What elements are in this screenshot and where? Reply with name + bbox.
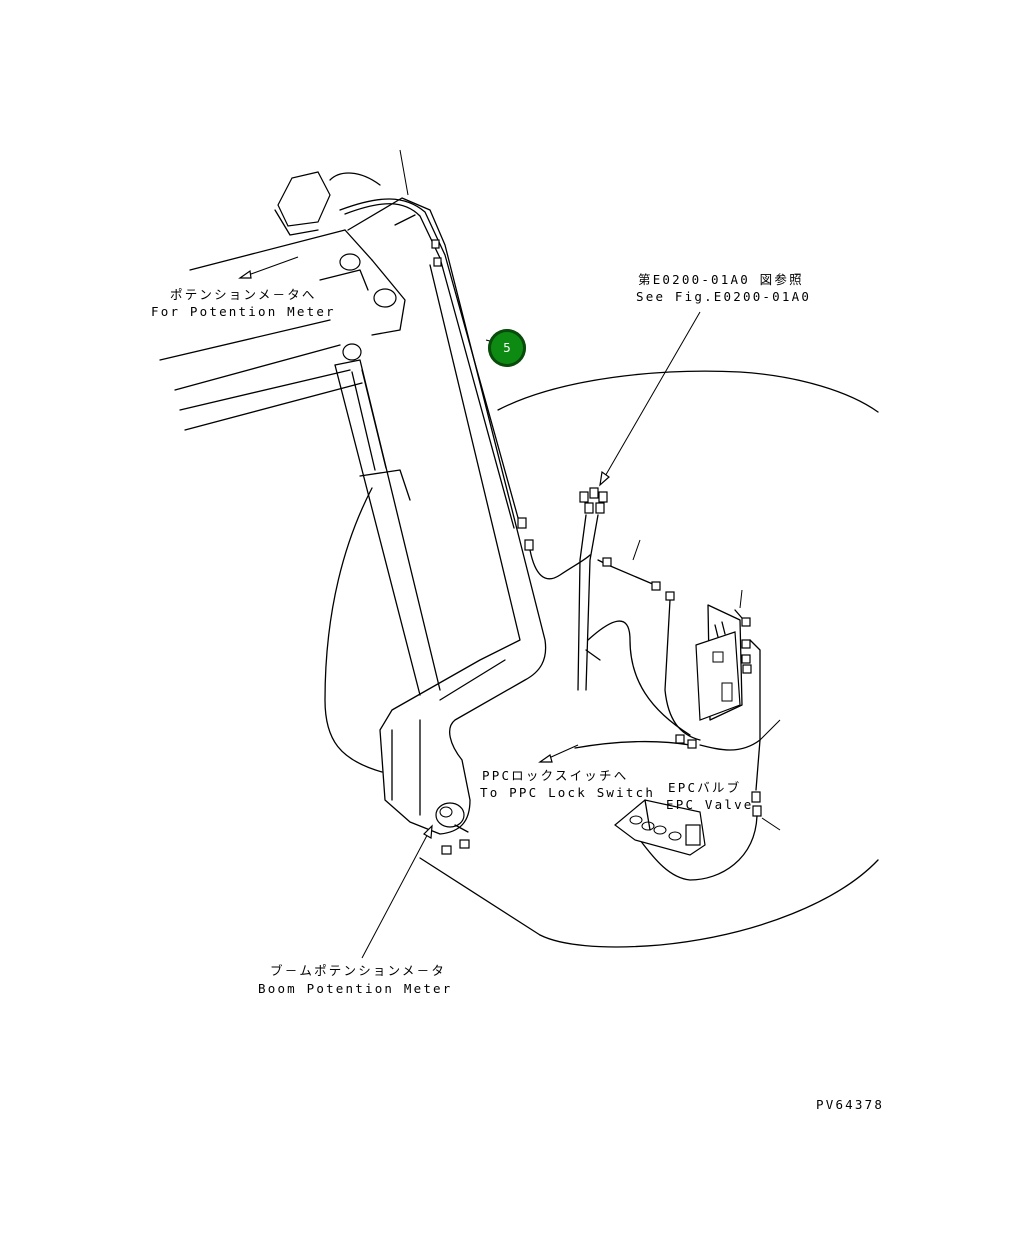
drawing-number: PV64378 xyxy=(816,1097,885,1112)
part-callout-5[interactable]: 5 xyxy=(488,329,526,367)
ppc-lock-harness xyxy=(574,734,761,751)
arm-boom-frame xyxy=(159,171,406,431)
main-harness xyxy=(577,487,701,741)
see-fig-label-en: See Fig.E0200-01A0 xyxy=(636,289,812,304)
for-potention-meter-label-en: For Potention Meter xyxy=(151,304,336,319)
epc-valve-label-jp: EPCバルブ xyxy=(668,780,742,795)
boom-cylinder xyxy=(334,343,441,696)
boom-potentiometer xyxy=(435,802,470,855)
for-potention-meter-label-jp: ポテンションメ－タへ xyxy=(170,287,317,302)
controller-box xyxy=(639,604,762,881)
boom-arm xyxy=(347,197,547,835)
machine-body-outline xyxy=(324,370,879,948)
epc-valve-label-en: EPC Valve xyxy=(666,797,754,812)
leader-lines xyxy=(238,149,781,959)
boom-potention-meter-label-en: Boom Potention Meter xyxy=(258,981,453,996)
ppc-lock-switch-label-jp: PPCロックスイッチへ xyxy=(482,768,629,783)
potentiometer-harness xyxy=(339,198,591,580)
ppc-lock-switch-label-en: To PPC Lock Switch xyxy=(480,785,656,800)
epc-valve xyxy=(614,799,706,856)
see-fig-label-jp: 第E0200-01A0 図参照 xyxy=(638,272,804,287)
boom-potention-meter-label-jp: ブ－ムポテンションメ－タ xyxy=(270,963,447,978)
